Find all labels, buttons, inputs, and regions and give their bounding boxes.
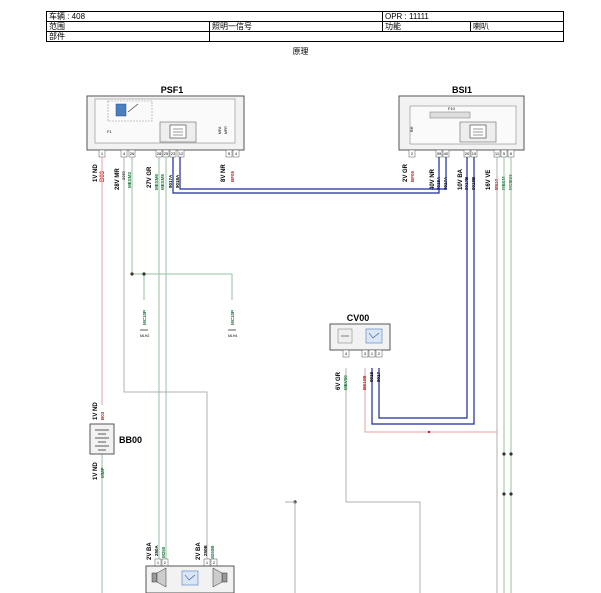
psf1-wire-28vmr: 28V MR [115, 168, 121, 190]
psf1-net-mesm3: MESM3 [127, 172, 132, 189]
bsi1-wire-2vgr: 2V GR [403, 163, 409, 182]
psf1-net-mesm5: MESM5 [160, 174, 165, 191]
horn-wire-right: 2V BA [196, 542, 202, 560]
ground-2: MC10P MLH4 [228, 310, 237, 338]
diagram-caption: 原理 [292, 47, 309, 56]
psf1-pin-5: 25 [164, 151, 169, 156]
bb00-label: BB00 [119, 435, 142, 445]
bsi1-pin-1: 2 [411, 151, 414, 156]
wire-be10b [364, 368, 497, 433]
bsi1-pin-4: 20 [465, 151, 470, 156]
psf1-relay-coil [115, 103, 127, 117]
psf1-pin-4: 28 [157, 151, 162, 156]
cv00-pin-4: 2 [378, 351, 381, 356]
bb00-net-mmp: MMP [100, 468, 105, 479]
bsi1-pin-8: 6 [510, 151, 513, 156]
bb00-box [89, 423, 115, 455]
horn-pin-4: 2 [213, 560, 216, 565]
part-value [209, 31, 564, 42]
bsi1-pin-3: 40 [444, 151, 449, 156]
bsi1-wire-16vve: 16V VE [486, 170, 492, 190]
psf1-net-9018a: 9018A [175, 174, 180, 188]
bb00-net-b03: B03 [100, 411, 105, 420]
cv00-net-9018: 9018 [369, 371, 374, 382]
ground-1: MC10P MLH2 [140, 310, 149, 338]
bb00-wire-bottom: 1V ND [93, 462, 99, 480]
psf1-pin-9: 4 [235, 151, 238, 156]
horn-speaker-right-icon [212, 567, 228, 588]
wire-mev00 [345, 368, 421, 593]
bsi1-pin-5: 19 [472, 151, 477, 156]
bsi1-net-bf05: BF05 [410, 170, 415, 182]
psf1-relay [107, 100, 153, 122]
bsi1-wire-10vba: 10V BA [458, 168, 464, 190]
psf1-net-mesm6: MESM6 [154, 174, 159, 191]
wire-mesm-ground [131, 157, 233, 300]
ground-1-label: MC10P [142, 310, 147, 325]
cv00-pin-2: 3 [364, 351, 367, 356]
psf1-wire-1vnd: 1V ND [93, 164, 99, 182]
data-bus-bsi1-cv00 [371, 157, 475, 425]
cv00-module [365, 328, 383, 344]
horn-net-m250: M250 [161, 546, 166, 558]
psf1-pin-3: 26 [130, 151, 135, 156]
psf1-fuse-label: F1 [107, 129, 112, 134]
psf1-pin-7: 12 [179, 151, 184, 156]
psf1-net-bf05: BF05 [230, 170, 235, 182]
ground-2-label: MC10P [230, 310, 235, 325]
horn-module [181, 570, 199, 586]
psf1-mpa: MPA [218, 126, 222, 134]
bsi1-wire-40vnr: 40V NR [430, 168, 436, 190]
psf1-net-9017a: 9017A [168, 174, 173, 188]
bsi1-label: BSI1 [452, 85, 472, 95]
cv00-pin-1: 4 [345, 351, 348, 356]
psf1-pin-2: 4 [123, 151, 126, 156]
psf1-pin-1: 1 [101, 151, 104, 156]
cv00-label: CV00 [347, 313, 370, 323]
cv00-net-9017: 9017 [376, 371, 381, 382]
data-bus-psf1-bsi1 [172, 157, 447, 194]
psf1-net-b03: B03 [100, 170, 106, 182]
bsi1-fuse-label: F10 [448, 106, 456, 111]
cv00-net-mev00: MEV00 [343, 375, 348, 390]
horn-pin-2: 2 [164, 560, 167, 565]
cv00-pin-3: 1 [371, 351, 374, 356]
cv00-wire-6vgr: 6V GR [336, 371, 342, 390]
bsi1-pin-7: 5 [503, 151, 506, 156]
ground-1-sub: MLH2 [140, 334, 149, 338]
psf1-pin-8: 5 [228, 151, 231, 156]
horn-speaker-left-icon [151, 567, 167, 588]
horn-pin-3: 1 [206, 560, 209, 565]
horn-pin-1: 1 [157, 560, 160, 565]
horn-net-250b: 250B [203, 544, 208, 556]
psf1-label: PSF1 [161, 85, 184, 95]
bsi1-fuse [429, 111, 471, 119]
horn-net-m250b: M250B [210, 545, 215, 560]
bsi1-pin-2: 39 [437, 151, 442, 156]
psf1-pin-6: 23 [171, 151, 176, 156]
bb00-wire-top: 1V ND [93, 402, 99, 420]
ground-2-sub: MLH4 [228, 334, 237, 338]
battery-icon [95, 429, 109, 451]
psf1-wire-8vnr: 8V NR [221, 164, 227, 182]
horn-net-250a: 250A [154, 544, 159, 556]
bsi1-pin-6: 11 [495, 151, 500, 156]
psf1-wire-27vgr: 27V GR [147, 166, 153, 188]
bsi1-bh: BH [409, 126, 414, 132]
cv00-net-be10b: BE10B [362, 375, 367, 390]
psf1-mpr: MPR [224, 126, 228, 134]
header-table: 车辆 : 408 OPR : 11111 范围 照明一信号 功能 喇叭 部件 [46, 11, 564, 42]
horn-wire-left: 2V BA [147, 542, 153, 560]
